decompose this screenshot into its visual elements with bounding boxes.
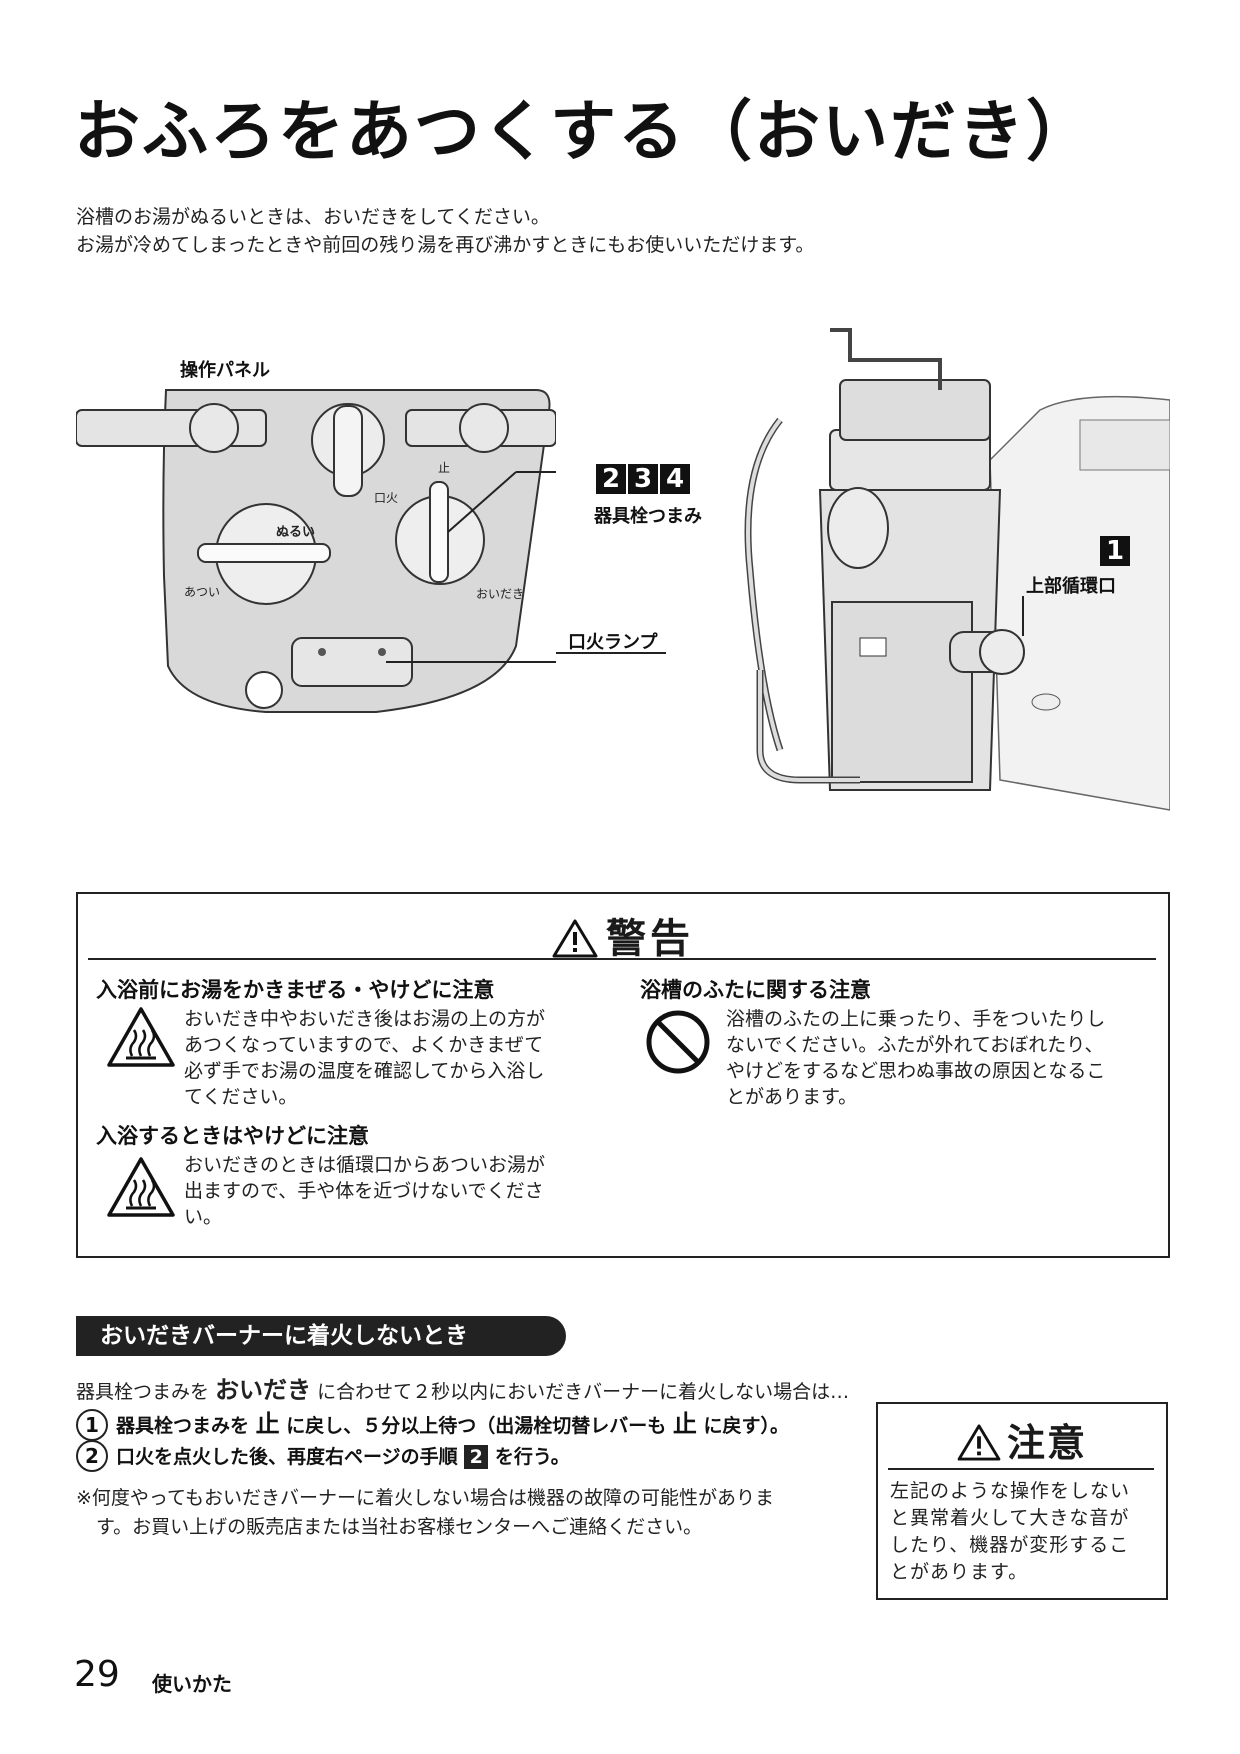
warning-text-3-line-4: とがあります。 [726,1086,858,1108]
footer-section-name: 使いかた [152,1672,232,1696]
page-title: おふろをあつくする（おいだき） [74,93,1094,170]
warning-heading-2: 入浴するときはやけどに注意 [96,1124,369,1148]
caution-text-line-1: 左記のような操作をしない [890,1480,1131,1502]
caution-text-line-2: と異常着火して大きな音が [890,1507,1130,1529]
section-intro-pre: 器具栓つまみを [76,1381,210,1403]
dial-label-tome: 止 [438,461,450,475]
warning-text-1-line-3: 必ず手でお湯の温度を確認してから入浴し [184,1060,545,1082]
hot-water-icon [107,1007,175,1067]
step-2-number: 2 [76,1440,108,1472]
warning-text-2: おいだきのときは循環口からあついお湯が 出ますので、手や体を近づけないでくださ … [184,1152,545,1230]
outlet-step-1: 1 [1100,536,1130,566]
caution-text-line-3: したり、機器が変形するこ [890,1534,1130,1556]
step-2-post: を行う。 [494,1446,570,1468]
section-note-line-2: す。お買い上げの販売店または当社お客様センターへご連絡ください。 [96,1516,703,1538]
pilot-lamp-label: 口火ランプ [568,632,658,653]
warning-heading-3: 浴槽のふたに関する注意 [640,978,871,1002]
warning-text-3-line-2: ないでください。ふたが外れておぼれたり、 [726,1034,1104,1056]
caution-divider [888,1468,1154,1470]
section-intro-post: に合わせて２秒以内においだきバーナーに着火しない場合は… [317,1381,850,1403]
knob-step-3: 3 [628,464,658,494]
panel-label: 操作パネル [180,360,270,381]
knob-step-4: 4 [660,464,690,494]
step-1-mid: に戻し、５分以上待つ（出湯栓切替レバーも [286,1415,667,1437]
section-intro-bold: おいだき [215,1376,312,1404]
dial-label-nurui: ぬるい [276,525,315,540]
step-1-stop-2: 止 [672,1410,697,1438]
dial-label-kuchibi: 口火 [374,491,398,505]
warning-text-1-line-2: あつくなっていますので、よくかきまぜて [184,1034,544,1056]
step-1-pre: 器具栓つまみを [116,1415,250,1437]
intro-line-1: 浴槽のお湯がぬるいときは、おいだきをしてください。 [76,206,550,228]
warning-text-2-line-1: おいだきのときは循環口からあついお湯が [184,1154,546,1176]
step-1-stop: 止 [255,1410,280,1438]
caution-title: 注意 [878,1412,1166,1467]
dial-label-oidaki: おいだき [476,587,524,601]
dial-label-atsui: あつい [184,585,220,599]
outlet-label: 上部循環口 [1026,576,1116,597]
warning-box: 警告 入浴前にお湯をかきまぜる・やけどに注意 おいだき中やおいだき後はお湯の上の… [76,892,1170,1258]
caution-title-text: 注意 [1006,1421,1087,1465]
outlet-leader-line [1022,596,1024,636]
warning-text-3-line-1: 浴槽のふたの上に乗ったり、手をついたりし [726,1008,1106,1030]
caution-triangle-icon [957,1424,1001,1461]
pilot-leader-line [556,652,666,654]
step-1-post: に戻す）。 [703,1415,790,1437]
hot-water-icon [107,1157,175,1217]
caution-text-line-4: とがあります。 [890,1561,1029,1583]
section-intro: 器具栓つまみを おいだき に合わせて２秒以内においだきバーナーに着火しない場合は… [76,1370,849,1405]
step-2: 2 口火を点火した後、再度右ページの手順 2 を行う。 [76,1440,570,1472]
warning-title: 警告 [78,906,1168,964]
warning-divider [88,958,1156,960]
section-note-line-1: ※何度やってもおいだきバーナーに着火しない場合は機器の故障の可能性がありま [76,1487,775,1509]
knob-step-2: 2 [596,464,626,494]
warning-text-2-line-2: 出ますので、手や体を近づけないでくださ [184,1180,544,1202]
step-1-number: 1 [76,1409,108,1441]
outlet-step: 1 [1100,536,1132,566]
step-1: 1 器具栓つまみを 止 に戻し、５分以上待つ（出湯栓切替レバーも 止 に戻す）。 [76,1404,789,1441]
warning-title-text: 警告 [606,916,694,962]
warning-text-3-line-3: やけどをするなど思わぬ事故の原因となるこ [726,1060,1106,1082]
warning-text-1: おいだき中やおいだき後はお湯の上の方が あつくなっていますので、よくかきまぜて … [184,1006,545,1110]
caution-box: 注意 左記のような操作をしない と異常着火して大きな音が したり、機器が変形する… [876,1402,1168,1600]
warning-text-1-line-4: てください。 [184,1086,298,1108]
caution-text: 左記のような操作をしない と異常着火して大きな音が したり、機器が変形するこ と… [890,1478,1160,1586]
warning-text-1-line-1: おいだき中やおいだき後はお湯の上の方が [184,1008,546,1030]
control-panel-illustration: ぬるい あつい 口火 止 おいだき [76,389,556,713]
prohibition-icon [646,1010,710,1074]
warning-text-2-line-3: い。 [184,1206,223,1228]
warning-heading-1: 入浴前にお湯をかきまぜる・やけどに注意 [96,978,495,1002]
intro-text: 浴槽のお湯がぬるいときは、おいだきをしてください。 お湯が冷めてしまったときや前… [76,203,814,259]
warning-triangle-icon [552,919,598,958]
heater-unit-illustration [744,328,1170,811]
section-note: ※何度やってもおいだきバーナーに着火しない場合は機器の故障の可能性がありま す。… [76,1484,774,1542]
knob-label: 器具栓つまみ [594,506,702,527]
intro-line-2: お湯が冷めてしまったときや前回の残り湯を再び沸かすときにもお使いいただけます。 [76,234,815,256]
page-number: 29 [74,1654,120,1695]
warning-text-3: 浴槽のふたの上に乗ったり、手をついたりし ないでください。ふたが外れておぼれたり… [726,1006,1105,1110]
step-2-pre: 口火を点火した後、再度右ページの手順 [116,1446,458,1468]
section-title: おいだきバーナーに着火しないとき [76,1316,566,1356]
step-2-box: 2 [464,1445,489,1469]
